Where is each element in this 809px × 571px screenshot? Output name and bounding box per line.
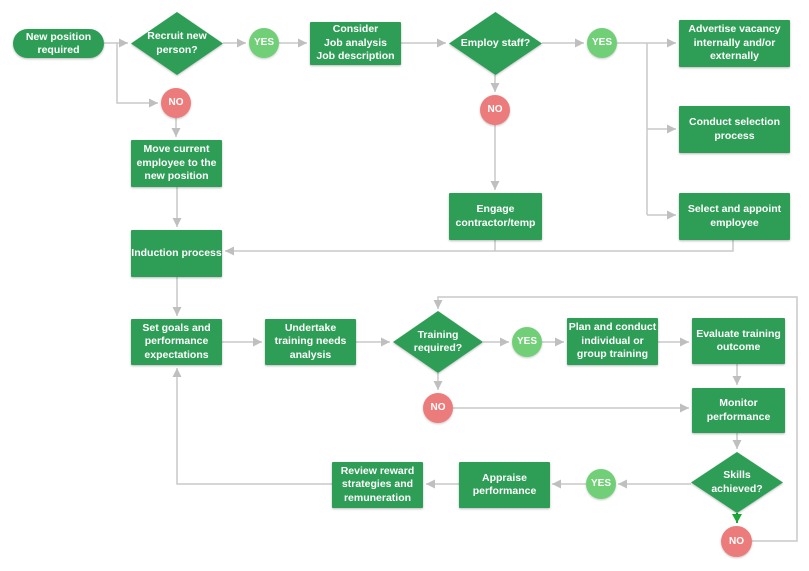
review-reward-label: Review reward strategies and remuneratio… — [340, 464, 415, 504]
select-appoint-box: Select and appoint employee — [679, 193, 790, 240]
skills-decision: Skills achieved? — [691, 452, 783, 513]
monitor-performance-label: Monitor performance — [706, 397, 771, 423]
training-yes-circle: YES — [512, 327, 542, 357]
employ-decision-label: Employ staff? — [460, 36, 531, 49]
move-current-box: Move current employee to the new positio… — [131, 140, 222, 187]
skills-yes-circle: YES — [586, 469, 616, 499]
skills-no-circle: NO — [721, 526, 752, 557]
recruit-yes-circle: YES — [249, 28, 279, 58]
set-goals-label: Set goals and performance expectations — [142, 321, 211, 361]
employ-yes-circle: YES — [587, 28, 617, 58]
skills-yes-label: YES — [590, 478, 611, 490]
conduct-selection-label: Conduct selection process — [688, 116, 780, 142]
evaluate-training-label: Evaluate training outcome — [696, 327, 781, 354]
move-current-label: Move current employee to the new positio… — [136, 143, 217, 183]
monitor-performance-box: Monitor performance — [692, 388, 785, 433]
recruit-no-circle: NO — [161, 88, 191, 118]
recruit-yes-label: YES — [253, 37, 274, 49]
engage-contractor-box: Engage contractor/temp — [449, 193, 542, 240]
recruit-decision: Recruit new person? — [131, 12, 223, 75]
training-decision: Training required? — [393, 311, 483, 373]
diamond-shape — [131, 12, 223, 75]
undertake-needs-label: Undertake training needs analysis — [274, 321, 347, 361]
connector-skillsno-loop-to-training — [433, 296, 798, 542]
appraise-box: Appraise performance — [459, 462, 550, 508]
training-decision-label: Training required? — [413, 328, 463, 355]
start-label: New position required — [25, 30, 92, 56]
training-no-circle: NO — [423, 393, 453, 423]
advertise-vacancy-box: Advertise vacancy internally and/or exte… — [679, 20, 790, 67]
plan-conduct-box: Plan and conduct individual or group tra… — [567, 318, 658, 365]
recruit-no-label: NO — [168, 97, 184, 109]
employ-no-circle: NO — [480, 95, 510, 125]
consider-job-analysis-box: Consider Job analysis Job description — [310, 22, 401, 65]
engage-contractor-label: Engage contractor/temp — [455, 203, 536, 229]
connector-recruit-no-branch — [116, 43, 158, 108]
appraise-label: Appraise performance — [472, 471, 537, 498]
review-reward-box: Review reward strategies and remuneratio… — [332, 462, 423, 508]
training-yes-label: YES — [516, 336, 537, 348]
skills-no-label: NO — [729, 535, 744, 547]
conduct-selection-box: Conduct selection process — [679, 106, 790, 153]
employ-decision: Employ staff? — [449, 12, 542, 75]
plan-conduct-label: Plan and conduct individual or group tra… — [568, 321, 657, 361]
induction-label: Induction process — [131, 246, 222, 259]
consider-label: Consider Job analysis Job description — [316, 23, 395, 63]
employ-no-label: NO — [487, 104, 503, 116]
start-terminator: New position required — [13, 29, 104, 58]
diamond-shape — [393, 311, 483, 373]
connector-select-to-induction — [225, 240, 734, 256]
set-goals-box: Set goals and performance expectations — [131, 319, 222, 365]
diamond-shape — [449, 12, 542, 75]
connector-review-to-setgoals-loop — [172, 368, 332, 485]
training-no-label: NO — [430, 402, 446, 414]
employ-yes-label: YES — [591, 37, 612, 49]
advertise-label: Advertise vacancy internally and/or exte… — [688, 23, 781, 63]
select-appoint-label: Select and appoint employee — [687, 203, 782, 229]
evaluate-training-box: Evaluate training outcome — [692, 318, 785, 364]
diamond-shape — [691, 452, 783, 513]
undertake-needs-box: Undertake training needs analysis — [265, 319, 356, 365]
skills-decision-label: Skills achieved? — [711, 469, 763, 495]
recruit-decision-label: Recruit new person? — [147, 30, 207, 56]
induction-box: Induction process — [131, 230, 222, 277]
